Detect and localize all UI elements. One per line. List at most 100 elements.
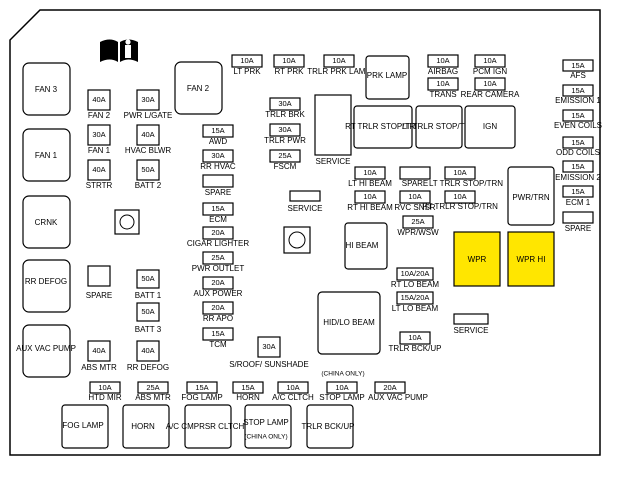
svg-text:ODD COILS: ODD COILS [556,148,600,157]
svg-text:LT HI BEAM: LT HI BEAM [348,179,392,188]
svg-text:SERVICE: SERVICE [288,204,323,213]
fuse-rear-camera: 10A REAR CAMERA [461,77,520,99]
svg-text:AUX VAC PUMP: AUX VAC PUMP [16,344,76,353]
svg-text:PWR OUTLET: PWR OUTLET [192,264,245,273]
svg-text:15A: 15A [241,383,254,392]
svg-text:PWR/TRN: PWR/TRN [512,193,550,202]
fuse-awd: 15A AWD [202,124,234,146]
fuse-pwr-outlet: 25A PWR OUTLET [192,251,245,273]
svg-text:SPARE: SPARE [205,188,232,197]
fuse-htd-mir: 10A HTD MIR [88,381,122,402]
svg-text:10A: 10A [98,383,111,392]
fuse-strtr: 40A STRTR [86,159,113,190]
fuse-lt-hi-beam: 10A LT HI BEAM [348,166,392,188]
svg-text:TRLR BCK/UP: TRLR BCK/UP [302,422,355,431]
svg-text:(CHINA ONLY): (CHINA ONLY) [244,434,287,441]
fuse-rr-defog: 40A RR DEFOG [127,340,169,372]
svg-text:SPARE: SPARE [565,224,592,233]
svg-text:15A: 15A [571,111,584,120]
relay-wpr-hi: WPR HI [507,231,555,287]
svg-text:10A: 10A [286,383,299,392]
relay-rr-defog: RR DEFOG [22,259,71,313]
svg-text:15A: 15A [195,383,208,392]
svg-text:25A: 25A [278,151,291,160]
svg-text:ABS MTR: ABS MTR [81,363,117,372]
fuse-fan2: 40A FAN 2 [87,89,111,120]
svg-text:HVAC BLWR: HVAC BLWR [125,146,172,155]
svg-text:HORN: HORN [236,393,260,402]
fuse-batt1: 50A BATT 1 [135,269,162,300]
svg-text:15A: 15A [211,126,224,135]
svg-text:10A: 10A [282,56,295,65]
svg-text:EMISSION 1: EMISSION 1 [555,96,601,105]
svg-text:25A: 25A [211,253,224,262]
relay-crnk: CRNK [22,195,71,249]
svg-text:HID/LO BEAM: HID/LO BEAM [323,318,375,327]
fuse-horn: 15A HORN [232,381,264,402]
fuse-lt-prk: 10A LT PRK [231,54,263,76]
svg-text:FSCM: FSCM [274,162,297,171]
svg-text:WPR: WPR [468,255,487,264]
relay-ign: IGN [464,105,516,149]
service-slot-right: SERVICE [453,313,489,335]
fuse-odd-coils: 15A ODD COILS [556,136,600,157]
svg-text:TRLR PWR: TRLR PWR [264,136,306,145]
svg-text:RR DEFOG: RR DEFOG [25,277,67,286]
svg-text:10A/20A: 10A/20A [401,269,430,278]
svg-text:AWD: AWD [209,137,228,146]
svg-text:A/C CMPRSR CLTCH: A/C CMPRSR CLTCH [166,422,245,431]
svg-text:EMISSION 2: EMISSION 2 [555,173,601,182]
svg-text:CIGAR LIGHTER: CIGAR LIGHTER [187,239,249,248]
svg-text:RR DEFOG: RR DEFOG [127,363,169,372]
fuse-batt2: 50A BATT 2 [135,159,162,190]
fuse-rt-trlr-stop: 10A RT TRLR STOP/TRN [422,190,498,211]
svg-text:10A: 10A [483,56,496,65]
svg-text:15A: 15A [571,86,584,95]
relay-trlr-bck-up: TRLR BCK/UP [302,404,355,449]
svg-text:15A: 15A [571,138,584,147]
fuse-batt3: 50A BATT 3 [135,302,162,334]
svg-text:RR APO: RR APO [203,314,233,323]
svg-text:FAN 2: FAN 2 [88,111,111,120]
svg-text:STOP LAMP: STOP LAMP [243,418,289,427]
svg-text:15A: 15A [571,187,584,196]
fuse-ac-cltch: 10A A/C CLTCH [272,381,314,402]
svg-text:10A: 10A [408,333,421,342]
fuse-aux-vac-pump: 20A AUX VAC PUMP [368,381,428,402]
svg-text:HI BEAM: HI BEAM [346,241,379,250]
svg-text:STRTR: STRTR [86,181,113,190]
svg-text:EVEN COILS: EVEN COILS [554,121,602,130]
svg-text:TRANS: TRANS [429,90,456,99]
mounting-hole [114,209,140,235]
fuse-fscm: 25A FSCM [269,149,301,171]
svg-text:PRK LAMP: PRK LAMP [367,71,407,80]
svg-text:AUX POWER: AUX POWER [194,289,243,298]
relay-stop-lamp: STOP LAMP (CHINA ONLY) [243,404,292,449]
svg-text:A/C CLTCH: A/C CLTCH [272,393,314,402]
svg-text:10A: 10A [436,56,449,65]
relay-horn: HORN [122,404,170,449]
svg-text:RVC SNSR: RVC SNSR [394,203,435,212]
fuse-pwr-lgate: 30A PWR L/GATE [124,89,172,120]
svg-text:AIRBAG: AIRBAG [428,67,458,76]
svg-text:30A: 30A [278,99,291,108]
svg-text:SPARE: SPARE [86,291,113,300]
relay-fan3: FAN 3 [22,62,71,116]
svg-text:ECM 1: ECM 1 [566,198,591,207]
relay-ac-cmprsr-cltch: A/C CMPRSR CLTCH [166,404,245,449]
svg-text:WPR HI: WPR HI [517,255,546,264]
fuse-even-coils: 15A EVEN COILS [554,109,602,130]
fuse-lt-lo-beam: 15A/20A LT LO BEAM [392,291,439,313]
fuse-spare-right: SPARE [399,166,431,188]
svg-text:REAR CAMERA: REAR CAMERA [461,90,520,99]
svg-text:10A: 10A [240,56,253,65]
svg-text:LT TRLR STOP/TRN: LT TRLR STOP/TRN [429,179,503,188]
svg-text:10A: 10A [436,79,449,88]
svg-text:BATT 3: BATT 3 [135,325,162,334]
svg-text:30A: 30A [262,342,275,351]
svg-text:LT PRK: LT PRK [233,67,261,76]
relay-prk-lamp: PRK LAMP [365,55,410,100]
fuse-rt-hi-beam: 10A RT HI BEAM [347,190,393,212]
svg-text:10A: 10A [483,79,496,88]
svg-text:20A: 20A [211,278,224,287]
